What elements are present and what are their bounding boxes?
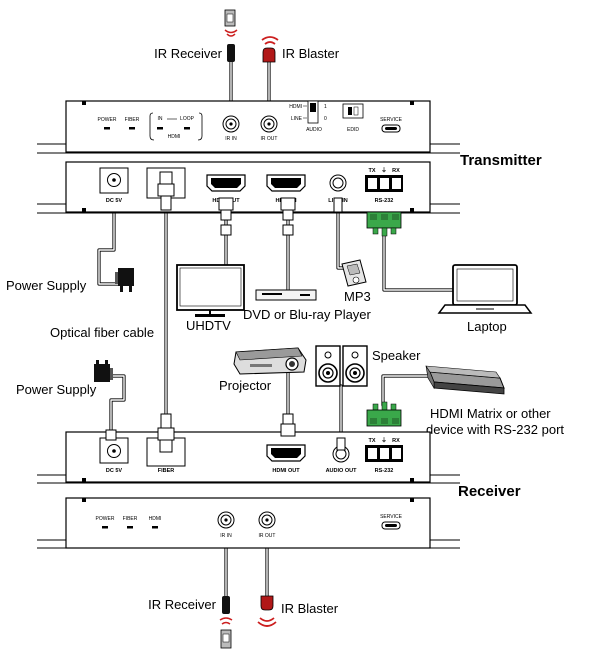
tx-hdmi-led-label: HDMI	[168, 134, 181, 140]
tx-sw-0-label: 0	[324, 116, 327, 122]
tx-sw-1-label: 1	[324, 104, 327, 110]
ir-receiver-bottom-label: IR Receiver	[148, 597, 217, 612]
ir-blaster-bottom	[257, 595, 277, 627]
tx-service-label: SERVICE	[380, 117, 403, 123]
tx-power-led-label: POWER	[98, 117, 117, 123]
hdmi-matrix-label-2: device with RS-232 port	[426, 422, 564, 437]
receiver-title: Receiver	[458, 483, 521, 500]
tx-fiber-led-label: FIBER	[125, 117, 140, 123]
transmitter-front-panel: POWER FIBER IN LOOP HDMI IR IN IR OUT HD…	[37, 100, 460, 154]
tx-audio-label: AUDIO	[306, 127, 322, 133]
rx-ir-out-label: IR OUT	[259, 533, 276, 539]
tx-ir-in-label: IR IN	[225, 136, 237, 142]
transmitter-title: Transmitter	[460, 152, 542, 169]
ir-receiver-bottom	[219, 596, 233, 649]
ir-blaster-top	[261, 36, 279, 63]
ir-blaster-bottom-label: IR Blaster	[281, 601, 339, 616]
rx-hdmi-led	[152, 526, 158, 529]
projector-label: Projector	[219, 378, 272, 393]
tx-in-led	[157, 127, 163, 130]
mp3-player	[341, 259, 367, 287]
tx-fiber-led	[129, 127, 135, 130]
speaker	[315, 345, 368, 387]
mp3-label: MP3	[344, 289, 371, 304]
projector	[233, 347, 307, 375]
optical-fiber-label: Optical fiber cable	[50, 325, 154, 340]
rx-audio-out-label: AUDIO OUT	[326, 468, 358, 474]
rs232-cable-rx	[381, 374, 434, 407]
speaker-label: Speaker	[372, 348, 421, 363]
tx-rs232-label: RS-232	[375, 198, 394, 204]
power-supply-bottom	[94, 360, 113, 382]
tx-rs232-rx-label: RX	[392, 168, 400, 174]
rx-hdmi-led-label: HDMI	[149, 516, 162, 522]
ir-blaster-top-label: IR Blaster	[282, 46, 340, 61]
tx-loop-led	[184, 127, 190, 130]
rx-connectors	[105, 413, 346, 453]
rx-rs232-tx-label: TX	[368, 438, 375, 444]
hdmi-matrix	[425, 365, 505, 395]
tx-dc5v-label: DC 5V	[106, 198, 123, 204]
uhdtv-label: UHDTV	[186, 318, 231, 333]
power-supply-top-label: Power Supply	[6, 278, 87, 293]
rx-dc5v-label: DC 5V	[106, 468, 123, 474]
ir-receiver-top	[224, 9, 238, 62]
dvd-label: DVD or Blu-ray Player	[243, 307, 372, 322]
rx-fiber-led-label: FIBER	[123, 516, 138, 522]
tx-sw-line-label: LINE	[291, 116, 303, 122]
rx-power-led-label: POWER	[96, 516, 115, 522]
rx-rs232-gnd-label: ⏚	[381, 437, 387, 444]
rx-green-terminal-block	[366, 401, 402, 427]
laptop-label: Laptop	[467, 319, 507, 334]
tx-ir-out-label: IR OUT	[261, 136, 278, 142]
tx-edid-switch[interactable]	[342, 103, 364, 119]
laptop	[437, 264, 533, 314]
rx-hdmi-out-label: HDMI OUT	[272, 468, 300, 474]
rx-fiber-led	[127, 526, 133, 529]
tx-in-label: IN	[158, 116, 163, 122]
hdmi-matrix-label-1: HDMI Matrix or other	[430, 406, 551, 421]
rx-power-cable	[109, 374, 126, 434]
rx-power-led	[102, 526, 108, 529]
tx-rs232-gnd-label: ⏚	[381, 167, 387, 174]
ir-receiver-top-label: IR Receiver	[154, 46, 223, 61]
rx-service-label: SERVICE	[380, 514, 403, 520]
rx-rs232-rx-label: RX	[392, 438, 400, 444]
rs232-cable-tx	[382, 234, 454, 292]
power-supply-top	[115, 268, 134, 292]
tx-sw-hdmi-label: HDMI	[289, 104, 302, 110]
uhdtv	[176, 264, 245, 317]
tx-loop-label: LOOP	[180, 116, 195, 122]
rx-rs232-label: RS-232	[375, 468, 394, 474]
rx-ir-in-label: IR IN	[220, 533, 232, 539]
receiver-rear-panel: DC 5V FIBER HDMI OUT AUDIO OUT TX ⏚ RX R…	[37, 431, 460, 484]
dvd-player	[255, 289, 317, 301]
tx-rs232-tx-label: TX	[368, 168, 375, 174]
rx-fiber-label: FIBER	[158, 468, 175, 474]
power-supply-bottom-label: Power Supply	[16, 382, 97, 397]
receiver-front-panel: POWER FIBER HDMI IR IN IR OUT SERVICE	[37, 497, 460, 549]
tx-power-led	[104, 127, 110, 130]
tx-edid-label: EDID	[347, 127, 359, 133]
transmitter-rear-panel: DC 5V HDMI OUT HDMI IN LINE IN TX ⏚ RX R…	[37, 161, 460, 214]
tx-connectors	[157, 171, 402, 237]
